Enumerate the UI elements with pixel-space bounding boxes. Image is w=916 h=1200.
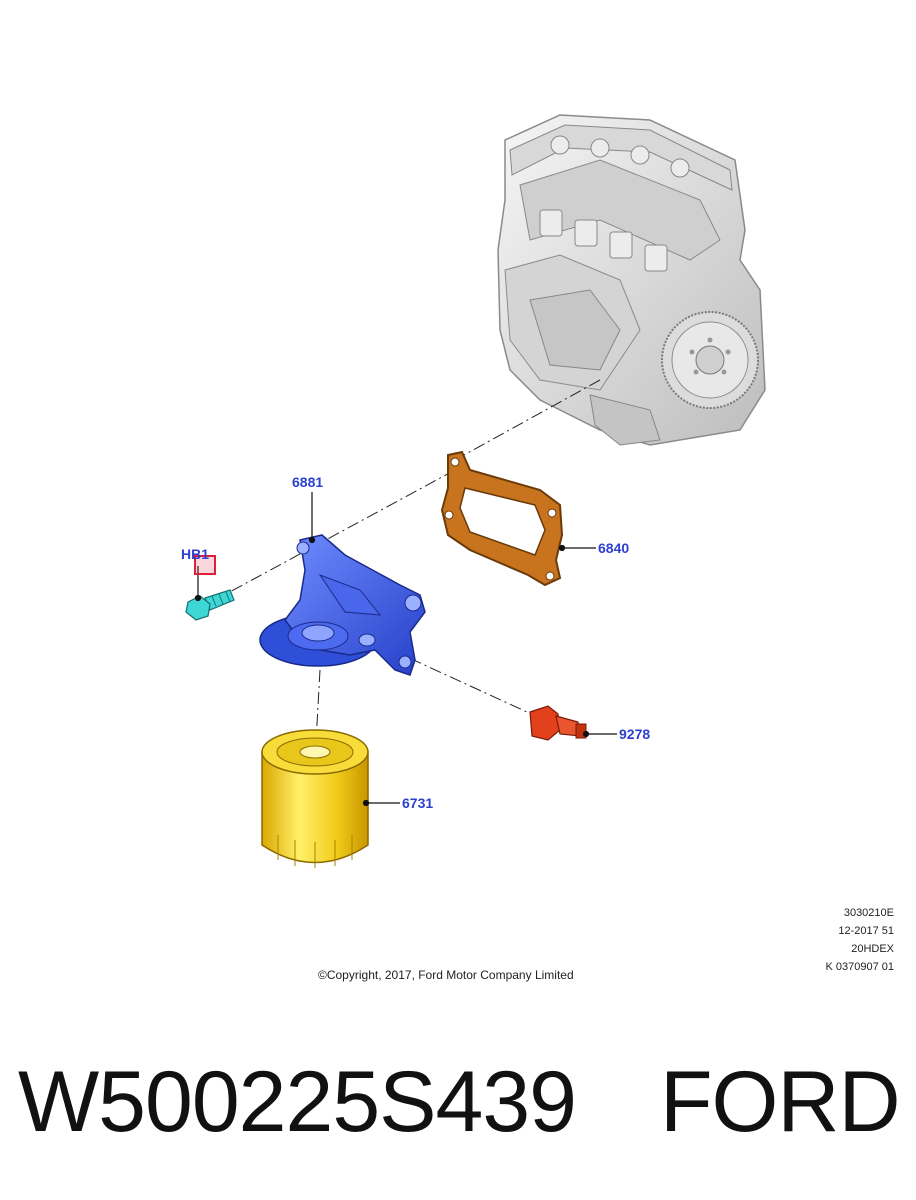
exploded-parts-diagram (185, 114, 766, 868)
metadata-reference: K 0370907 01 (825, 961, 894, 973)
alignment-centerlines (214, 379, 601, 761)
brand-title: FORD (660, 1054, 901, 1150)
callout-9278[interactable]: 9278 (619, 726, 651, 742)
metadata-drawing-id: 3030210E (843, 907, 894, 919)
drawing-metadata: 3030210E 12-2017 51 20HDEX K 0370907 01 (825, 904, 894, 976)
gasket-part (440, 450, 564, 587)
callout-6840[interactable]: 6840 (598, 540, 630, 556)
oil-filter-part (261, 729, 369, 868)
oil-pressure-sensor-part (529, 705, 587, 741)
callout-6731[interactable]: 6731 (402, 795, 434, 811)
metadata-engine-code: 20HDEX (851, 943, 894, 955)
oil-filter-adapter-part (259, 534, 426, 676)
engine-assembly (497, 114, 766, 446)
copyright-notice: ©Copyright, 2017, Ford Motor Company Lim… (318, 968, 574, 982)
selected-part-highlight-box[interactable] (194, 555, 216, 575)
leader-lines (194, 492, 617, 807)
callout-6881[interactable]: 6881 (292, 474, 324, 490)
metadata-date-code: 12-2017 51 (838, 925, 894, 937)
bolt-part (185, 589, 235, 621)
part-number-title: W500225S439 (18, 1054, 577, 1150)
callout-hb1[interactable]: HB1 (181, 546, 210, 562)
